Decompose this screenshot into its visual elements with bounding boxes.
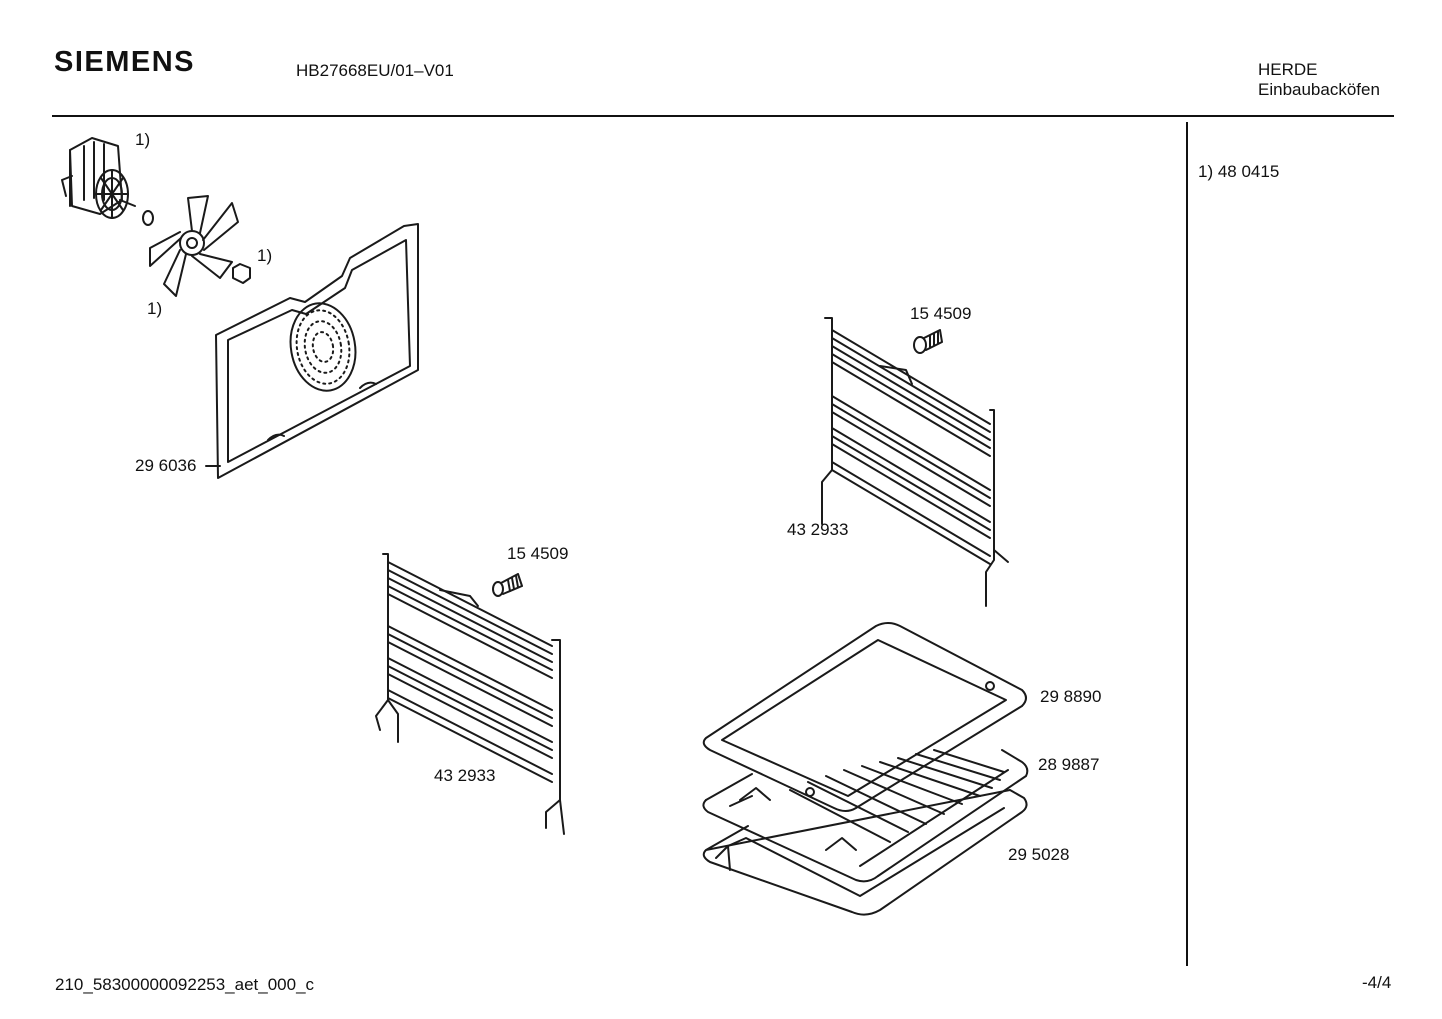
grid-shelf-part-number: 28 9887 — [1038, 755, 1100, 774]
fan-footnote-label: 1) — [147, 299, 163, 318]
right-rack-screw-drawing — [913, 329, 943, 354]
left-rack-part-number: 43 2933 — [434, 766, 496, 785]
category-label: HERDE — [1258, 60, 1318, 79]
fan-motor-drawing — [61, 137, 136, 219]
right-side-rack-drawing — [821, 317, 1009, 607]
subcategory-label: Einbaubacköfen — [1258, 80, 1380, 99]
rear-panel-drawing — [215, 223, 419, 479]
motor-footnote-label: 1) — [135, 130, 151, 149]
back-panel-part-number: 29 6036 — [135, 456, 197, 475]
left-side-rack-drawing — [375, 553, 565, 835]
document-code: 210_58300000092253_aet_000_c — [55, 975, 315, 994]
grid-shelf-drawing — [702, 749, 1029, 883]
fan-nut-footnote-label: 1) — [257, 246, 273, 265]
baking-tray-drawing — [702, 622, 1027, 812]
fan-wheel-drawing — [149, 195, 239, 297]
footnote-reference: 1) 48 0415 — [1198, 162, 1280, 181]
deep-pan-part-number: 29 5028 — [1008, 845, 1070, 864]
page-number: -4/4 — [1362, 973, 1392, 992]
right-screw-part-number: 15 4509 — [910, 304, 972, 323]
model-number: HB27668EU/01–V01 — [296, 61, 454, 80]
washer-drawing — [142, 210, 154, 226]
brand-logo: SIEMENS — [54, 46, 196, 78]
fan-nut-drawing — [232, 263, 251, 284]
deep-pan-drawing — [702, 789, 1028, 916]
sidebar-divider — [1186, 122, 1188, 966]
left-screw-part-number: 15 4509 — [507, 544, 569, 563]
header-divider — [52, 115, 1394, 117]
left-rack-screw-drawing — [492, 573, 523, 597]
baking-tray-part-number: 29 8890 — [1040, 687, 1102, 706]
right-rack-part-number: 43 2933 — [787, 520, 849, 539]
